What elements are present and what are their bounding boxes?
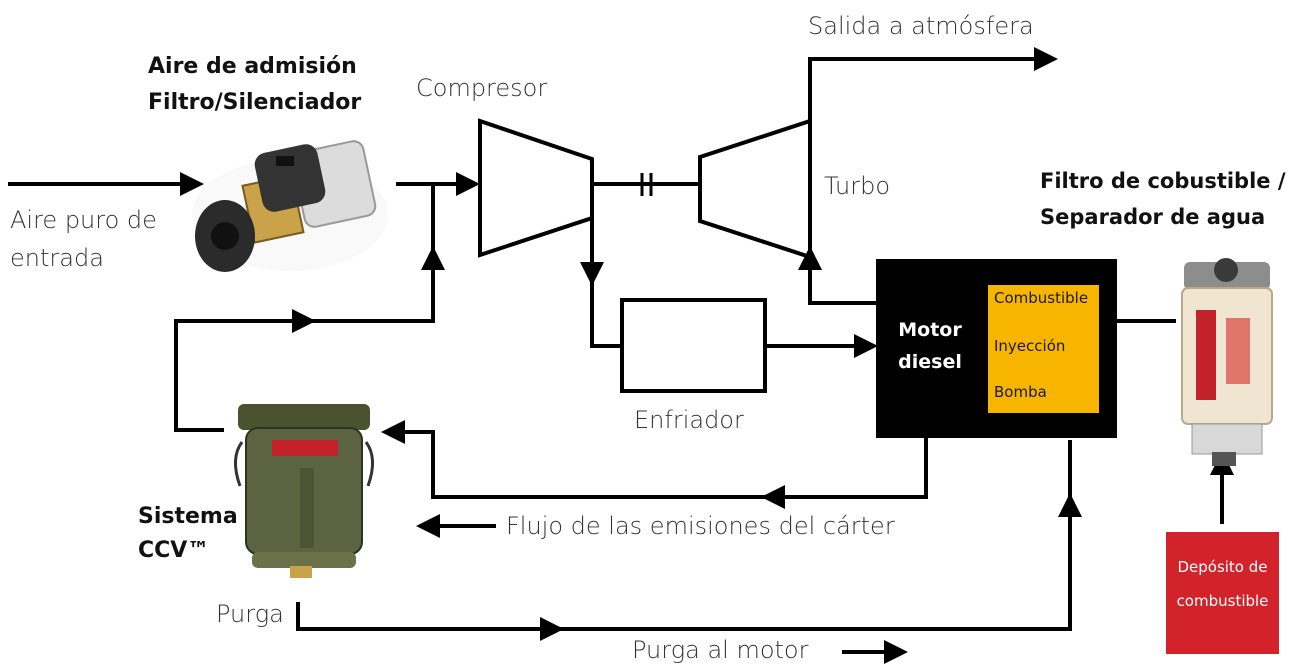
fuel-tank-box: Depósito de combustible [1166,532,1279,654]
intake-title-line1: Aire de admisión [148,54,357,79]
crankcase-flow-label: Flujo de las emisiones del cárter [506,512,895,540]
inlet-air-label-line2: entrada [10,244,104,272]
inlet-air-label-line1: Aire puro de [10,206,157,234]
turbo-label: Turbo [824,172,891,200]
ccv-label-line2: CCV™ [138,538,210,563]
ccv-system-icon [234,404,374,578]
fuel-filter-title-line1: Filtro de cobustible / [1040,169,1286,193]
ccv-return-line [174,246,445,432]
compressor-shape [478,118,594,258]
fuel-tank-label-line2: combustible [1176,592,1269,610]
fuel-filter-water-separator-icon [1181,258,1273,466]
crankcase-emission-line [381,420,928,499]
purge-to-engine-label: Purga al motor [632,636,809,664]
fuel-pump-label-line2: Inyección [994,337,1066,355]
purge-label: Purga [216,600,284,628]
fuel-pump-label-line1: Combustible [994,289,1089,307]
intake-title-line2: Filtro/Silenciador [148,90,362,115]
engine-to-turbo-arrow [798,246,876,305]
turbine-shape [698,118,812,260]
fuel-tank-label-line1: Depósito de [1177,558,1268,576]
fuel-injection-pump-box [988,285,1099,413]
fuel-filter-title-line2: Separador de agua [1040,205,1266,229]
air-filter-silencer-icon [192,140,388,272]
compressor-label: Compresor [416,74,548,102]
exhaust-outlet-arrow [808,47,1058,257]
cooler-box [620,298,767,393]
purge-to-engine-line [296,493,1082,631]
ccv-label-line1: Sistema [138,504,238,529]
exhaust-outlet-label: Salida a atmósfera [808,12,1034,40]
engine-label-line1: Motor [898,319,962,341]
fuel-pump-label-line3: Bomba [994,383,1047,401]
diesel-engine-label: Motor diesel [898,314,962,378]
cooler-label: Enfriador [634,406,744,434]
engine-label-line2: diesel [898,351,962,373]
